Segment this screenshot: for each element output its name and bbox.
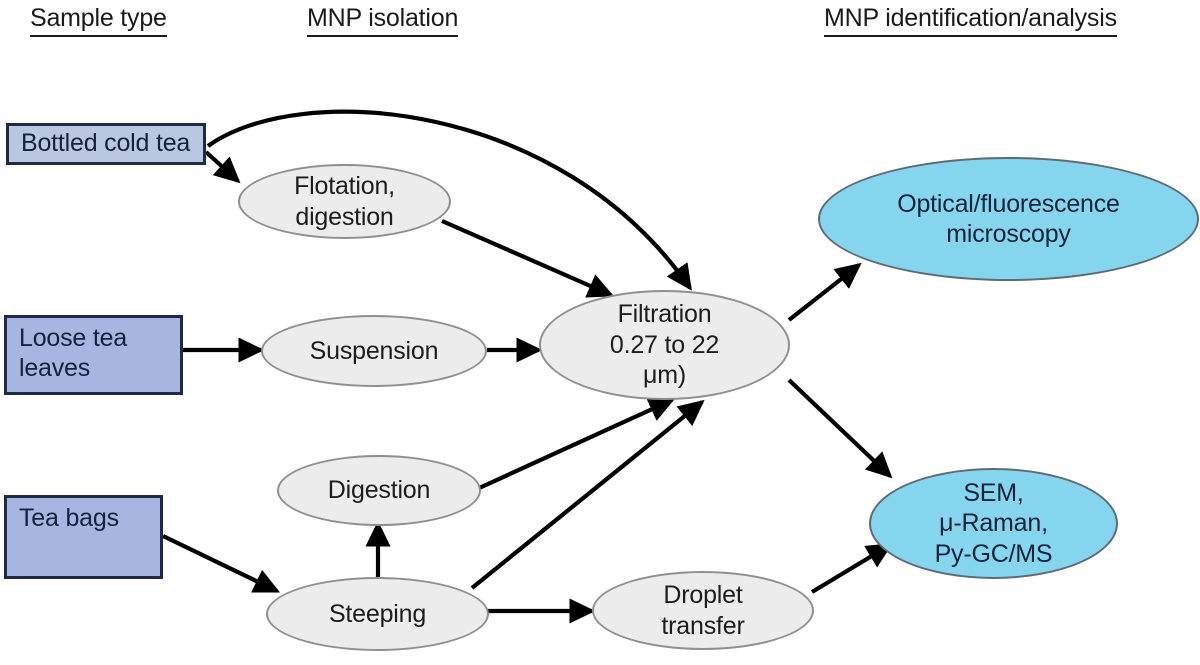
node-label-line2: digestion [295,202,394,231]
edge-droplet-spectroscopy [810,543,893,594]
column-header-label: MNP isolation [307,4,458,37]
node-label-line3: μm) [643,361,686,390]
node-label-line1: Filtration [617,300,712,329]
node-label-line2: 0.27 to 22 [609,330,720,359]
node-steeping[interactable]: Steeping [266,577,489,651]
node-label-line1: Flotation, [294,172,395,200]
node-flotation-digestion[interactable]: Flotation, digestion [238,164,451,239]
node-label-line1: Optical/fluorescence [897,189,1120,218]
edge-bottledtea-flotation [204,150,241,184]
edge-flotation-filtration [441,219,615,298]
node-label-line1: Suspension [309,336,439,365]
node-filtration[interactable]: Filtration 0.27 to 22 μm) [539,290,790,400]
edge-digestion-filtration [476,397,676,491]
node-label-line1: Steeping [328,599,427,628]
node-optical-fluorescence-microscopy[interactable]: Optical/fluorescence microscopy [818,157,1199,281]
node-label-line2: μ-Raman, [939,509,1048,538]
sample-box-label-line2: leaves [19,353,91,382]
column-header-mnp-identification: MNP identification/analysis [824,4,1117,37]
edge-steeping-filtration [470,399,705,590]
sample-box-bottled-cold-tea[interactable]: Bottled cold tea [6,123,206,165]
sample-box-label: Tea bags [19,504,119,532]
node-suspension[interactable]: Suspension [261,315,487,387]
node-label-line1: SEM, [963,478,1024,507]
edge-filtration-microscopy [787,262,862,322]
node-sem-raman-pygcms[interactable]: SEM, μ-Raman, Py-GC/MS [869,468,1118,579]
sample-box-label-line1: Loose tea [19,324,128,352]
node-label-line1: Droplet [663,581,743,609]
node-label-line1: Digestion [327,476,431,505]
sample-box-label: Bottled cold tea [21,129,191,158]
column-header-sample-type: Sample type [30,4,167,37]
column-header-label: MNP identification/analysis [824,4,1117,37]
node-label-line2: microscopy [946,220,1071,248]
column-header-mnp-isolation: MNP isolation [307,4,458,37]
edge-filtration-spectroscopy [787,378,893,479]
column-header-label: Sample type [30,4,167,37]
node-droplet-transfer[interactable]: Droplet transfer [592,571,814,650]
sample-box-tea-bags[interactable]: Tea bags [4,495,163,579]
node-label-line3: Py-GC/MS [934,539,1053,568]
node-digestion[interactable]: Digestion [277,455,481,526]
node-label-line2: transfer [661,611,745,640]
sample-box-loose-tea-leaves[interactable]: Loose tea leaves [4,315,183,395]
edge-teabags-steeping [162,534,281,593]
